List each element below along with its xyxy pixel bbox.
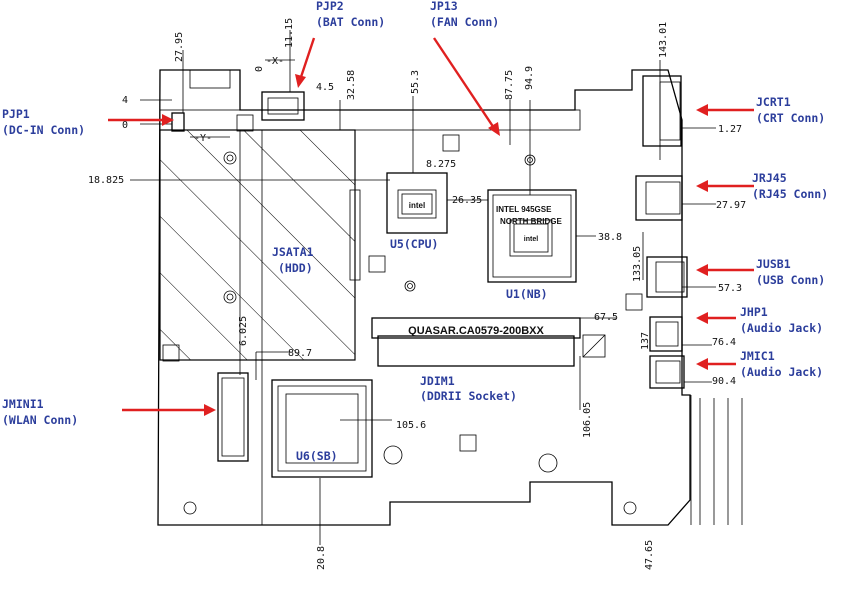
- pjp2-desc: (BAT Conn): [316, 15, 385, 29]
- cpu-intel-logo: intel: [409, 201, 425, 210]
- jsata1-desc: (HDD): [278, 261, 313, 275]
- dimm-label: QUASAR.CA0579-200BXX: [408, 325, 544, 337]
- dim-47-65: 47.65: [644, 540, 655, 570]
- pjp2-ref: PJP2: [316, 0, 344, 13]
- dim-143-01: 143.01: [658, 22, 669, 58]
- callout-arrows: [108, 37, 754, 416]
- dim-1-27: 1.27: [718, 124, 742, 135]
- jrj45-desc: (RJ45 Conn): [752, 187, 828, 201]
- dim-38-8: 38.8: [598, 232, 622, 243]
- rear-io-ports: [635, 75, 743, 525]
- dim-90-4: 90.4: [712, 376, 736, 387]
- northbridge-chip: INTEL 945GSE NORTH BRIDGE intel: [487, 189, 577, 283]
- dim-133-05: 133.05: [632, 246, 643, 282]
- pjp1-ref: PJP1: [2, 107, 30, 121]
- dim-0-left: 0: [122, 120, 128, 131]
- u5-label: U5(CPU): [390, 237, 438, 251]
- nb-label-line1: INTEL 945GSE: [496, 205, 552, 214]
- dim-32-58: 32.58: [346, 70, 357, 100]
- jp13-ref: JP13: [430, 0, 458, 13]
- southbridge-chip: [271, 379, 373, 478]
- jcrt1-desc: (CRT Conn): [756, 111, 825, 125]
- dim-11-15: 11.15: [284, 18, 295, 48]
- jhp1-desc: (Audio Jack): [740, 321, 823, 335]
- dim-y-axis: -Y-: [194, 133, 212, 144]
- dim-57-3: 57.3: [718, 283, 742, 294]
- dim-18-825: 18.825: [88, 175, 124, 186]
- jhp1-ref: JHP1: [740, 305, 768, 319]
- dim-76-4: 76.4: [712, 337, 736, 348]
- board-outline: [157, 69, 691, 526]
- dim-137: 137: [640, 332, 651, 350]
- jmini1-desc: (WLAN Conn): [2, 413, 78, 427]
- u6-label: U6(SB): [296, 449, 338, 463]
- nb-intel-logo: intel: [524, 236, 538, 243]
- nb-label-line2: NORTH BRIDGE: [500, 217, 562, 226]
- dim-94-9: 94.9: [524, 66, 535, 90]
- dim-x-axis: -X-: [266, 56, 284, 67]
- dim-4: 4: [122, 95, 128, 106]
- power-connectors: [171, 69, 305, 132]
- dim-67-5: 67.5: [594, 312, 618, 323]
- jsata1-ref: JSATA1: [272, 245, 314, 259]
- dim-55-3: 55.3: [410, 70, 421, 94]
- dimm-socket: QUASAR.CA0579-200BXX: [371, 317, 606, 410]
- jcrt1-ref: JCRT1: [756, 95, 791, 109]
- u1-label: U1(NB): [506, 287, 548, 301]
- sata-connector: [349, 189, 361, 281]
- dim-106-05: 106.05: [582, 402, 593, 438]
- top-connector-strip: [159, 109, 581, 131]
- dim-4-5: 4.5: [316, 82, 334, 93]
- dim-87-75: 87.75: [504, 70, 515, 100]
- jmini1-ref: JMINI1: [2, 397, 44, 411]
- cpu-chip: intel: [386, 172, 448, 234]
- jusb1-ref: JUSB1: [756, 257, 791, 271]
- dim-27-97: 27.97: [716, 200, 746, 211]
- jusb1-desc: (USB Conn): [756, 273, 825, 287]
- jrj45-ref: JRJ45: [752, 171, 787, 185]
- dim-26-35: 26.35: [452, 195, 482, 206]
- dim-27-95: 27.95: [174, 32, 185, 62]
- dim-89-7: 89.7: [288, 348, 312, 359]
- hdd-hatched-area: [159, 129, 356, 361]
- dim-6-025: 6.025: [238, 316, 249, 346]
- dim-20-8: 20.8: [316, 546, 327, 570]
- pjp1-desc: (DC-IN Conn): [2, 123, 85, 137]
- jp13-desc: (FAN Conn): [430, 15, 499, 29]
- dim-105-6: 105.6: [396, 420, 426, 431]
- dim-8-275: 8.275: [426, 159, 456, 170]
- jmic1-ref: JMIC1: [740, 349, 775, 363]
- wlan-connector: [217, 372, 249, 462]
- jmic1-desc: (Audio Jack): [740, 365, 823, 379]
- dimension-lines: [130, 30, 716, 545]
- jdim1-ref: JDIM1: [420, 374, 455, 388]
- jdim1-desc: (DDRII Socket): [420, 389, 517, 403]
- dim-0-top: 0: [254, 66, 265, 72]
- square-pads: [162, 114, 643, 452]
